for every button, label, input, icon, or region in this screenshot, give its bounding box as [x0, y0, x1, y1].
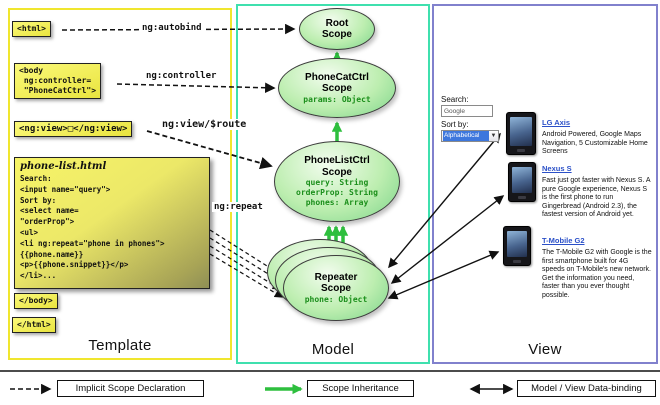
ng-view-tag-box: <ng:view>□</ng:view> — [14, 121, 133, 137]
model-column-label: Model — [311, 341, 355, 358]
sort-selected-value: Alphabetical — [443, 131, 489, 141]
phonelistctrl-scope-ellipse: PhoneListCtrl Scope query: String orderP… — [274, 141, 400, 222]
phone-list-template-box: phone-list.html Search: <input name="que… — [14, 157, 210, 289]
html-open-tag-box: <html> — [12, 21, 51, 37]
code-line: </li>... — [20, 271, 57, 281]
repeater-scope-ellipse: Repeater Scope phone: Object — [283, 255, 389, 321]
phone-link-nexus-s[interactable]: Nexus S — [542, 164, 572, 173]
search-input[interactable] — [441, 105, 493, 117]
phone-thumbnail-nexus-s — [508, 162, 536, 202]
template-column-label: Template — [88, 337, 152, 354]
code-line: <ul> — [20, 227, 39, 237]
body-close-tag-box: </body> — [14, 293, 58, 309]
ng-repeat-label: ng:repeat — [212, 202, 265, 212]
code-line: <select name= — [20, 206, 79, 216]
phone-button — [518, 196, 526, 199]
phone-thumbnail-tmobile-g2 — [503, 226, 531, 266]
code-line: {{phone.name}} — [20, 249, 84, 259]
phonecatctrl-scope-title: PhoneCatCtrl Scope — [305, 71, 369, 95]
phonecatctrl-scope-ellipse: PhoneCatCtrl Scope params: Object — [278, 58, 396, 118]
phone-screen — [510, 117, 532, 146]
phone-button — [513, 260, 521, 263]
ng-view-route-label: ng:view/$route — [160, 119, 249, 130]
phone-list-item: LG Axis Android Powered, Google Maps Nav… — [542, 112, 652, 157]
legend-implicit-scope-declaration: Implicit Scope Declaration — [57, 380, 204, 397]
code-line: <p>{{phone.snippet}}</p> — [20, 260, 129, 270]
phone-description: Android Powered, Google Maps Navigation,… — [542, 131, 648, 156]
sort-select[interactable]: Alphabetical ▼ — [441, 130, 499, 142]
phone-description: The T-Mobile G2 with Google is the first… — [542, 249, 652, 299]
phone-list-item: T-Mobile G2 The T-Mobile G2 with Google … — [542, 230, 652, 301]
code-line: <input name="query"> — [20, 184, 111, 194]
phone-link-lg-axis[interactable]: LG Axis — [542, 118, 571, 127]
view-column-label: View — [528, 341, 562, 358]
search-label: Search: — [441, 95, 469, 104]
phone-link-tmobile-g2[interactable]: T-Mobile G2 — [542, 236, 585, 245]
sort-by-label: Sort by: — [441, 120, 469, 129]
scope-property: phone: Object — [304, 294, 368, 304]
repeater-scope-title: Repeater Scope — [314, 271, 358, 295]
legend-scope-inheritance: Scope Inheritance — [307, 380, 414, 397]
phone-list-item: Nexus S Fast just got faster with Nexus … — [542, 158, 652, 220]
body-controller-tag-box: <body ng:controller= "PhoneCatCtrl"> — [14, 63, 102, 99]
phone-screen — [512, 167, 532, 193]
scope-property: orderProp: String — [296, 188, 378, 197]
phonelistctrl-scope-title: PhoneListCtrl Scope — [304, 155, 370, 178]
legend-model-view-data-binding: Model / View Data-binding — [517, 380, 656, 397]
html-close-tag-box: </html> — [12, 317, 56, 333]
code-line: Sort by: — [20, 195, 57, 205]
scope-property: params: Object — [303, 94, 371, 104]
scope-property: phones: Array — [305, 198, 369, 207]
phone-button — [517, 149, 525, 152]
phone-list-filename: phone-list.html — [20, 161, 107, 172]
ng-controller-label: ng:controller — [144, 71, 219, 81]
phone-thumbnail-lg-axis — [506, 112, 536, 155]
template-column: Template — [8, 8, 232, 360]
root-scope-ellipse: Root Scope — [299, 8, 375, 50]
scope-property: query: String — [305, 178, 369, 187]
code-line: Search: — [20, 174, 52, 183]
root-scope-title: Root Scope — [321, 17, 352, 41]
code-line: <li ng:repeat="phone in phones"> — [20, 238, 165, 248]
code-line: "orderProp"> — [20, 217, 75, 227]
phone-screen — [507, 231, 527, 257]
phone-description: Fast just got faster with Nexus S. A pur… — [542, 177, 651, 219]
ng-autobind-label: ng:autobind — [140, 23, 204, 33]
dropdown-arrow-icon: ▼ — [490, 133, 497, 139]
